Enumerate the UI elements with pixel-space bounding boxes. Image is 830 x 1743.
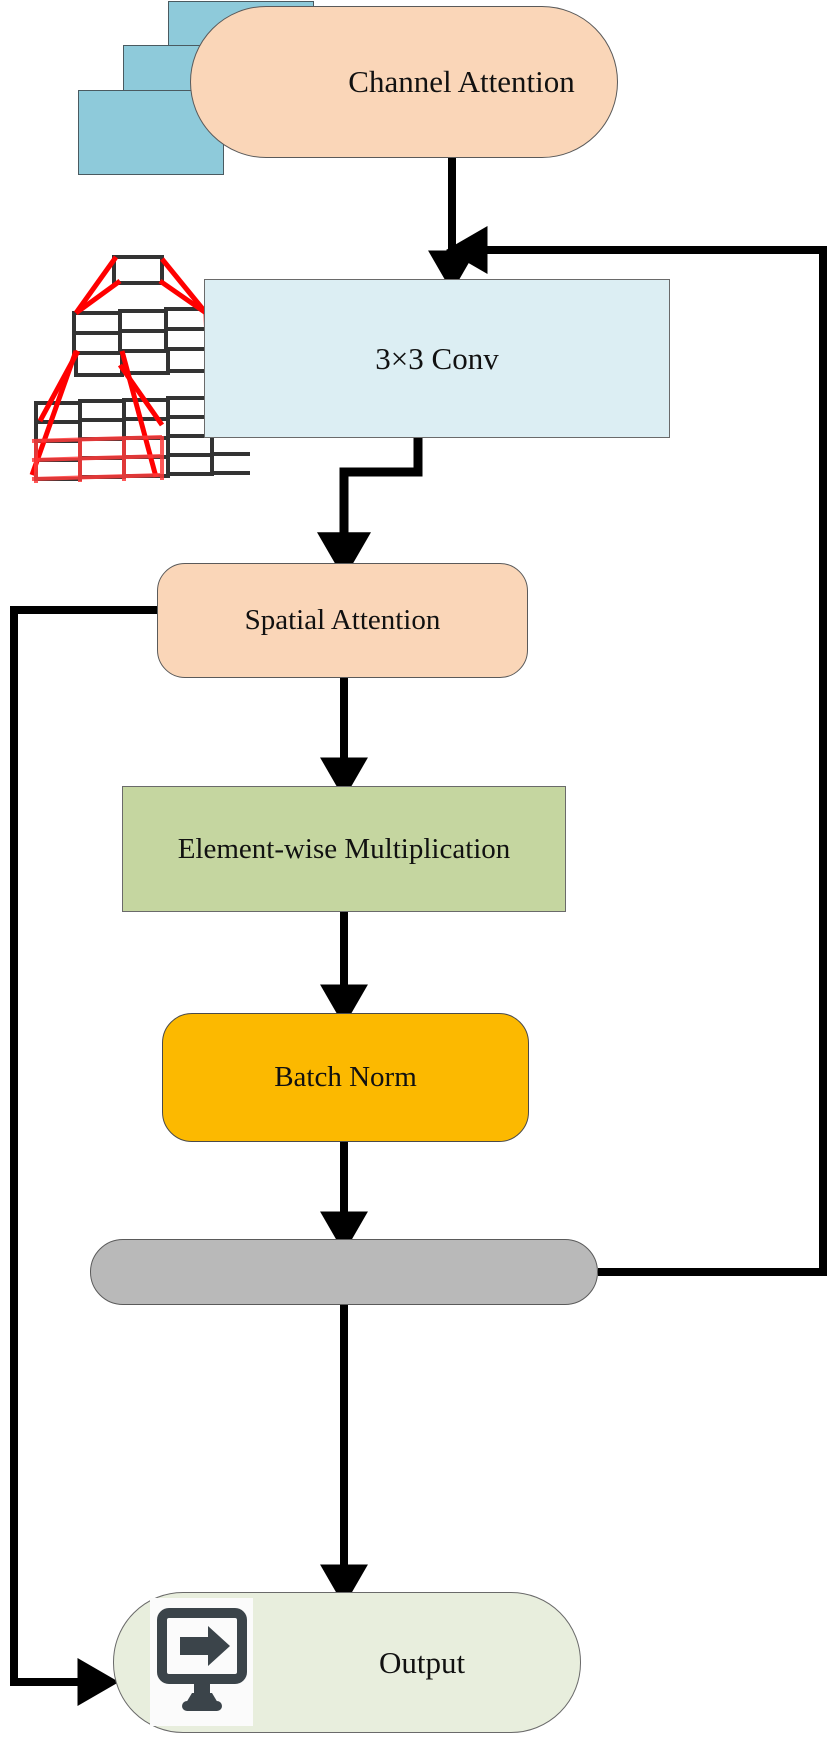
node-channel-attention[interactable]: Channel Attention <box>190 6 618 158</box>
edge-pill-to-conv-feedback <box>446 226 827 1276</box>
node-element-wise-multiplication-label: Element-wise Multiplication <box>177 832 511 865</box>
node-channel-attention-label: Channel Attention <box>348 64 575 99</box>
edge-spatial-skip-to-output <box>10 606 157 1706</box>
node-output-label: Output <box>378 1644 466 1680</box>
node-spatial-attention[interactable]: Spatial Attention <box>157 563 528 678</box>
node-conv[interactable]: 3×3 Conv <box>204 279 670 438</box>
node-concat-pill[interactable] <box>90 1239 598 1305</box>
node-spatial-attention-label: Spatial Attention <box>244 604 441 636</box>
node-batch-norm[interactable]: Batch Norm <box>162 1013 529 1142</box>
node-conv-label: 3×3 Conv <box>375 340 499 376</box>
monitor-export-icon <box>150 1598 253 1726</box>
node-element-wise-multiplication[interactable]: Element-wise Multiplication <box>122 786 566 912</box>
node-batch-norm-label: Batch Norm <box>274 1061 417 1093</box>
edge-conv-to-spatial <box>317 438 423 579</box>
